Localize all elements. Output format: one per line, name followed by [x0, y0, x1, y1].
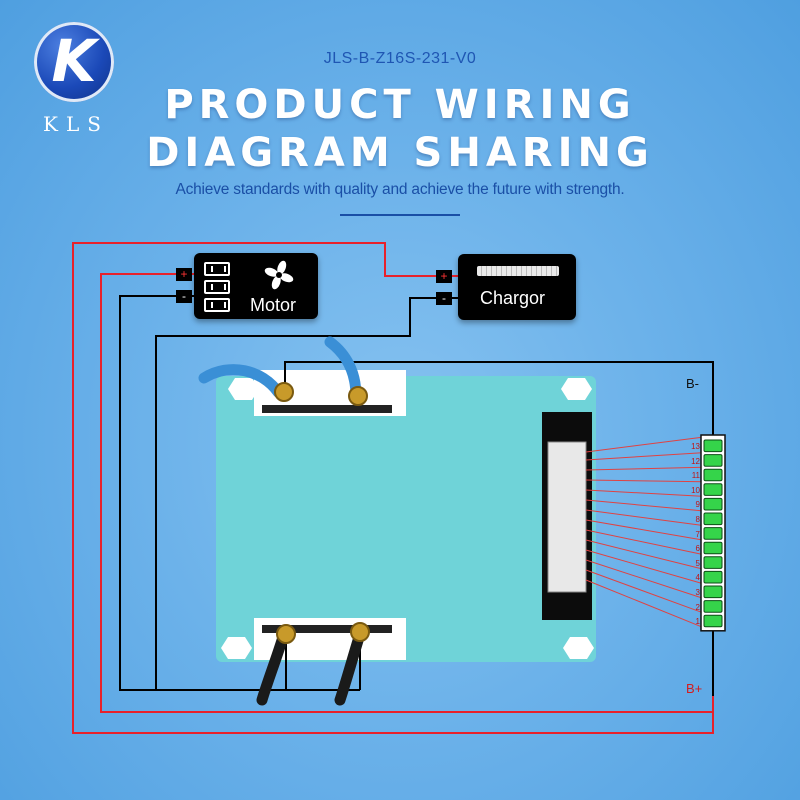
cell-number: 11 — [691, 471, 700, 481]
battery-cell — [703, 439, 723, 453]
balance-wire — [585, 529, 705, 556]
balance-wire — [585, 519, 705, 541]
logo-badge — [34, 22, 114, 102]
title-line-2: DIAGRAM SHARING — [146, 130, 654, 176]
battery-cell — [703, 497, 723, 511]
motor-minus-terminal: - — [176, 290, 192, 303]
balance-wire — [585, 549, 705, 585]
bms-board — [216, 370, 596, 662]
fan-icon — [264, 260, 294, 290]
cell-number: 13 — [691, 442, 700, 451]
balance-wire — [585, 452, 705, 461]
cell-number: 3 — [695, 588, 700, 597]
balance-wire — [585, 509, 705, 527]
b-minus-wire — [284, 361, 714, 438]
mount-hole-top-right — [561, 378, 592, 400]
battery-cell — [703, 527, 723, 540]
charger-negative-wire — [155, 297, 460, 690]
cell-number: 10 — [691, 485, 700, 495]
motor-device: Motor — [194, 253, 318, 319]
balance-connector — [547, 441, 587, 593]
battery-cell — [703, 454, 723, 467]
top-cable-1 — [198, 364, 284, 398]
battery-cell — [703, 614, 723, 628]
cell-number: 7 — [695, 529, 700, 539]
kls-logo: K KLS — [30, 22, 122, 136]
battery-cell — [703, 585, 723, 599]
model-number: JLS-B-Z16S-231-V0 — [323, 50, 477, 67]
logo-text: KLS — [43, 112, 109, 136]
balance-wire — [585, 569, 705, 614]
battery-cell — [703, 483, 723, 496]
charger-positive-wire — [72, 242, 714, 734]
motor-negative-wire — [119, 295, 360, 691]
title-line-1: PRODUCT WIRING — [164, 82, 636, 128]
positive-wires — [72, 242, 714, 734]
mount-hole-bottom-right — [563, 637, 594, 659]
motor-plus-terminal: + — [176, 268, 192, 281]
charger-level-bar — [477, 266, 559, 276]
cell-number: 5 — [695, 558, 700, 568]
motor-slot-3 — [204, 298, 230, 312]
cell-number: 9 — [695, 500, 700, 510]
terminal-ring-4 — [350, 622, 370, 642]
mount-hole-bottom-left — [221, 637, 252, 659]
top-terminal-pads — [262, 405, 392, 413]
charger-device: Chargor — [458, 254, 576, 320]
cell-number: 8 — [695, 515, 700, 524]
battery-cell — [703, 541, 723, 555]
battery-cell — [703, 600, 723, 613]
terminal-rings — [274, 382, 370, 644]
cell-number: 1 — [695, 617, 700, 627]
motor-positive-wire — [100, 273, 714, 713]
battery-cell — [703, 468, 723, 482]
balance-wire — [585, 539, 705, 570]
terminal-ring-2 — [348, 386, 368, 406]
balance-wire — [585, 559, 705, 600]
battery-cell — [703, 570, 723, 584]
board-body — [216, 376, 596, 662]
balance-wire — [585, 436, 705, 453]
motor-label: Motor — [250, 295, 297, 315]
terminal-ring-3 — [276, 624, 296, 644]
balance-wire — [585, 489, 705, 497]
charger-minus-terminal: - — [436, 292, 452, 305]
cell-number: 12 — [691, 456, 700, 466]
battery-cell — [703, 556, 723, 569]
subtitle: Achieve standards with quality and achie… — [175, 181, 625, 198]
balance-wire — [585, 499, 705, 512]
terminal-ring-1 — [274, 382, 294, 402]
cell-number: 4 — [695, 573, 700, 583]
b-plus-label: B+ — [686, 681, 703, 696]
bottom-terminal-pads — [262, 625, 392, 633]
mount-hole-top-left — [228, 378, 259, 400]
title-divider — [340, 214, 460, 216]
cell-number: 2 — [695, 602, 700, 612]
balance-wire — [585, 479, 705, 483]
motor-slot-2 — [204, 280, 230, 294]
battery-cell-stack — [700, 434, 726, 632]
charger-plus-terminal: + — [436, 270, 452, 283]
balance-wires — [585, 436, 705, 629]
logo-mark: K — [51, 27, 97, 95]
cell-number: 6 — [695, 544, 700, 554]
b-minus-label: B- — [686, 376, 699, 391]
charger-label: Chargor — [480, 288, 546, 308]
balance-wire — [585, 579, 705, 629]
negative-wires — [119, 295, 714, 700]
battery-cell — [703, 512, 723, 526]
balance-wire — [585, 466, 705, 471]
motor-slot-1 — [204, 262, 230, 276]
